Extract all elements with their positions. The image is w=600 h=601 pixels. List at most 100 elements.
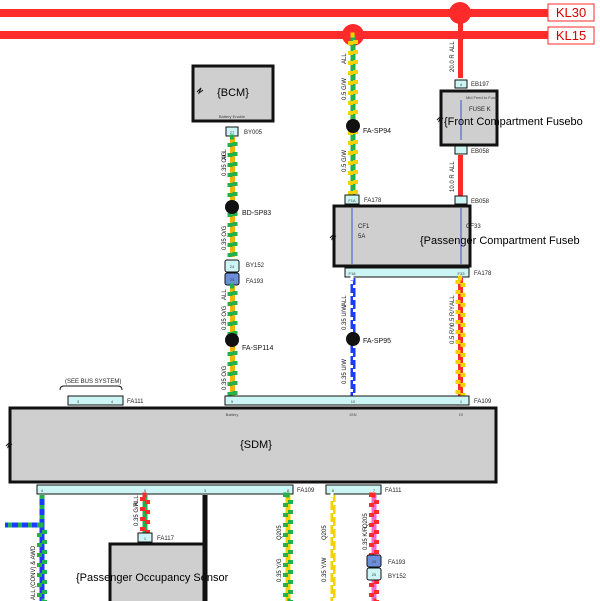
kl15-rail: KL15 [0,26,595,45]
fa111-bot-label: FA111 [385,488,402,494]
yw-code: Q205 [322,525,328,540]
fa-sp95-label: FA-SP95 [363,338,391,345]
kr-wire [371,495,377,601]
kr-code: Q205 [363,513,369,528]
fa109-bot-strip [36,484,294,495]
eb058-top-label: EB058 [471,149,490,155]
fa111-top-strip [67,395,124,406]
see-bus-system-label: (SEE BUS SYSTEM) [65,379,121,385]
sdm-top-pin-4: 4 [111,399,114,404]
yw-label: 0.35 Y/W [322,557,328,582]
bd-sdm-label-3: 0.35 O/G [222,365,228,390]
fa193-pin-num: 24 [230,277,235,282]
sdm-glyph [5,441,13,449]
kr-label: 0.35 K/R [363,526,369,550]
yw-stripe [328,492,338,601]
by152-bot-pin-num: 25 [372,572,377,577]
front-fusebox-title: {Front Compartment Fusebo [444,116,583,128]
yg-label: 0.35 Y/G [277,558,283,582]
fa109-top-label: FA109 [474,399,492,405]
fa-sp94-node [346,119,360,133]
cf1-label: CF1 [358,224,370,230]
cf33-label: CF33 [466,224,481,230]
left-bus-drop-stripe [37,522,47,601]
front-fuse-glyph [436,115,444,123]
bd-sdm-label-2: 0.35 O/G [222,305,228,330]
kl30-label: KL30 [556,5,586,20]
sdm-top-pin-9: 9 [231,399,234,404]
by152-label: BY152 [246,263,265,269]
yg-code: Q205 [277,525,283,540]
fuse-sdm-label-2: 0.5 R/Y [450,324,456,344]
by005-label: BY005 [244,130,263,136]
bcm-ground-glyph [196,87,204,95]
sdm-dl-label: Dl [459,412,463,417]
bcm-small: Battery Enable [219,114,246,119]
kl30-drop-wire [458,13,463,78]
occ-pin [137,532,153,543]
sdm-bot-pin-5: 5 [144,488,147,493]
fa109-top-strip [224,395,470,406]
fa111-bot-strip [325,484,382,495]
eb197-pin-num: 4 [460,82,463,87]
fa193-bot-label: FA193 [388,560,406,566]
bus-bracket [59,385,123,391]
cf1-amp: 5A [358,234,365,240]
fuse-link-label: 10.0 R [450,174,456,192]
bcm-out-all: ALL [222,149,228,160]
bcm-module [191,64,275,123]
sdm-bot-pin-4: 4 [41,488,44,493]
fa-sp95-node [346,332,360,346]
kl15-drop-label-2: 0.5 G/W [342,150,348,172]
eb058-bot-pin [454,195,468,205]
fa-sdm-label-2: 0.35 U/W [342,359,348,384]
by152-pin [224,259,240,273]
fa-sp94-label: FA-SP94 [363,128,391,135]
sdm-bot-pin-6: 6 [332,488,335,493]
passenger-compartment-fusebox [332,204,472,268]
kr-stripe [369,492,379,601]
fa-sdm-all: ALL [342,295,348,306]
sdm-module [8,406,498,484]
fa178-bottom-strip [344,267,470,278]
occ-pin-num: 1 [144,536,147,541]
kl15-label: KL15 [556,28,586,43]
fa193-label: FA193 [246,279,264,285]
front-fusebox-small: Mid Feed to Fuse [466,95,498,100]
bd-sp83-node [225,200,239,214]
fa178-top-pin [344,194,360,205]
fuse-sdm-label: 0.5 R/Y [450,306,456,326]
eb197-label: EB197 [471,82,490,88]
fuse-link-all: ALL [450,161,456,172]
by152-bot-label: BY152 [388,574,407,580]
occ-all-label: ALL [134,495,140,506]
kl30-drop-label: 20.0 R [450,54,456,72]
sdm-top-pin-3: 3 [77,399,80,404]
sdm-top-pin-1: 1 [460,399,463,404]
fa178-pin-l: F18 [349,271,357,276]
yg-wire [285,495,291,601]
sdm-top-pin-10: 10 [351,399,356,404]
kl15-drop-label: 0.5 G/W [342,78,348,100]
occupancy-title: {Passenger Occupancy Sensor [76,572,229,584]
bcm-title: {BCM} [217,87,249,99]
fa193-bot-pin-num: 25 [372,559,377,564]
eb058-top-pin [454,145,468,155]
bd-sdm-label-1: 0.35 O/G [222,225,228,250]
sdm-battery-label: Battery [226,412,239,417]
fa178-top-label: FA178 [364,198,382,204]
left-wire-label: ALL (CONV) & AWD [31,545,37,600]
fa109-bot-label: FA109 [297,488,315,494]
by152-bot-pin [366,567,382,581]
fa193-bot-pin [366,554,382,568]
kl15-all-label: ALL [342,53,348,64]
fa-sp114-label: FA-SP114 [242,345,273,352]
bcm-out-label: 0.35 O/G [222,151,228,176]
bd-sp83-label: BD-SP83 [242,210,271,217]
fa-sdm-label: 0.35 U/W [342,305,348,330]
sdm-bot-pin-3: 3 [204,488,207,493]
ground-wire [202,495,208,601]
sdm-ign-label: IGN [349,412,356,417]
left-bus-stripe [5,495,45,528]
